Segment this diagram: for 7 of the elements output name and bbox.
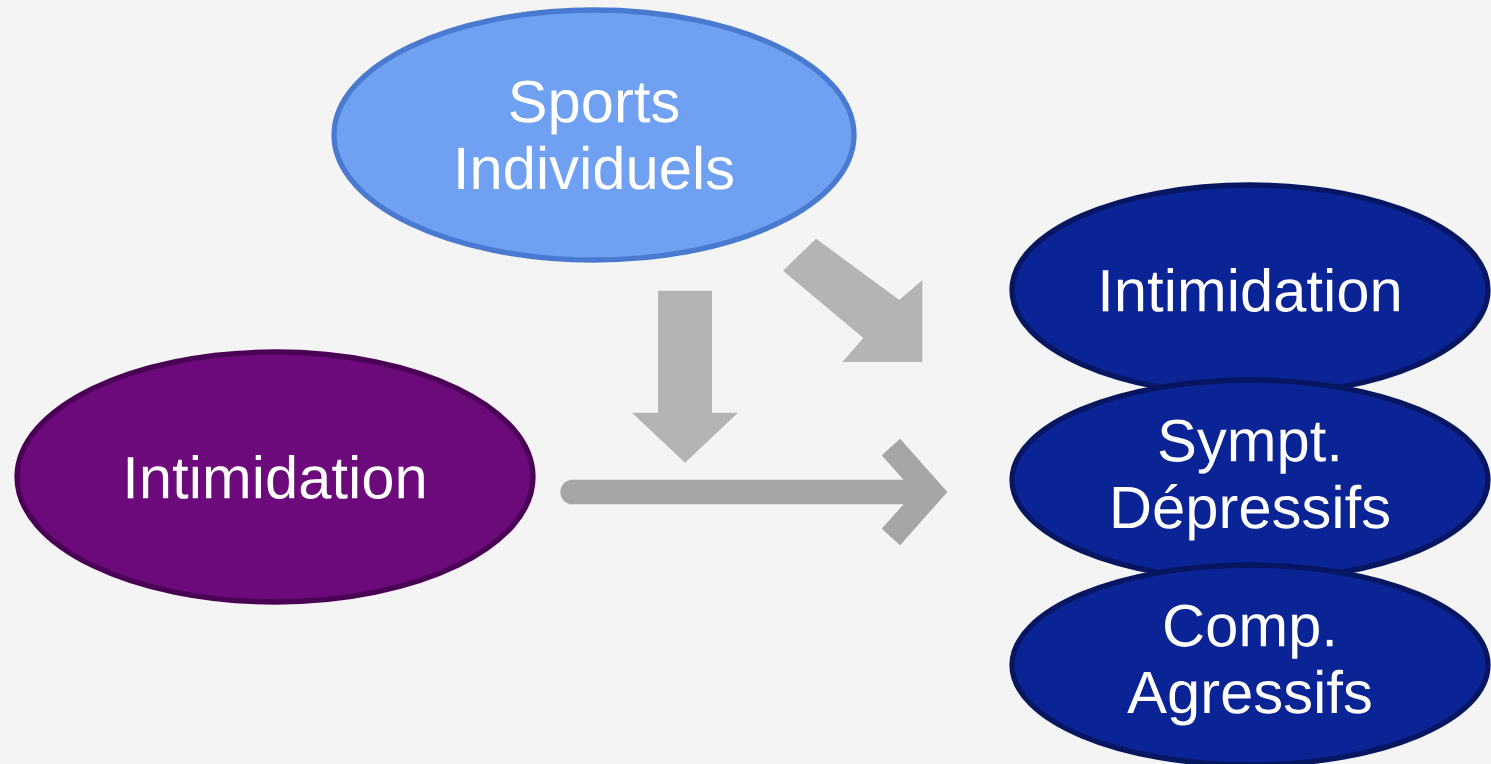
block-arrow (783, 238, 923, 362)
ellipse-node: Intimidation (14, 349, 536, 605)
ellipse-node: Sports Individuels (331, 7, 857, 263)
ellipse-node: Comp. Agressifs (1009, 562, 1491, 764)
arrow (560, 438, 948, 546)
block-arrow (632, 290, 738, 463)
ellipse-node: Intimidation (1009, 182, 1491, 398)
